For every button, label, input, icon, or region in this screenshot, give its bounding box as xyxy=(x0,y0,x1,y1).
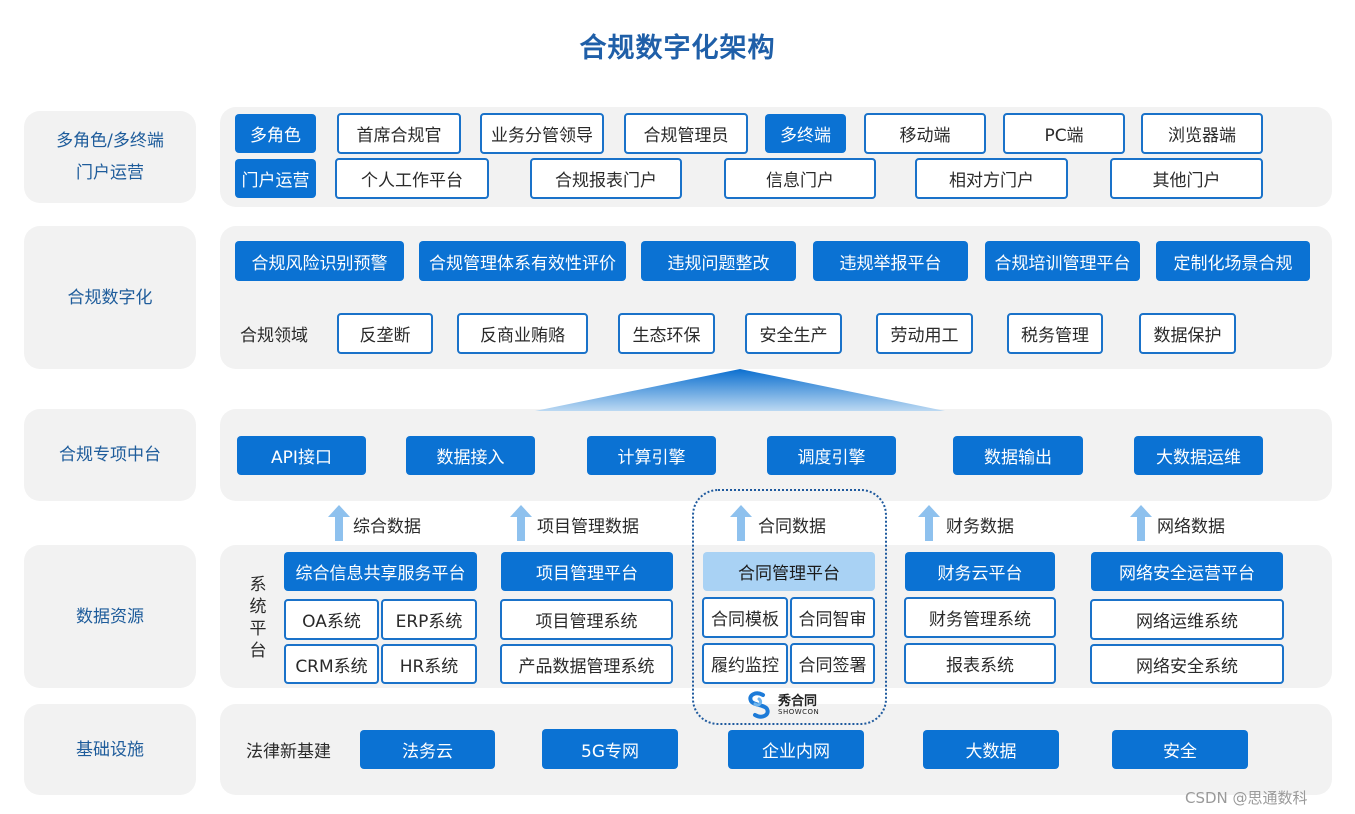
system-item: 报表系统 xyxy=(904,643,1056,684)
label-infra: 基础设施 xyxy=(24,704,196,795)
domain-item: 税务管理 xyxy=(1007,313,1103,354)
portal-item: 合规管理员 xyxy=(624,113,748,154)
watermark: CSDN @思通数科 xyxy=(1185,789,1308,807)
portal-item: 合规报表门户 xyxy=(530,158,682,199)
middle-item: API接口 xyxy=(237,436,366,475)
portal-tag-multi-role: 多角色 xyxy=(235,114,316,153)
infra-item: 法务云 xyxy=(360,730,495,769)
up-arrow-icon xyxy=(328,505,350,541)
digital-item: 违规举报平台 xyxy=(813,241,968,281)
up-arrow-icon xyxy=(1130,505,1152,541)
logo-name: 秀合同 xyxy=(778,693,818,709)
infra-prefix: 法律新基建 xyxy=(246,741,331,762)
digital-item: 合规管理体系有效性评价 xyxy=(419,241,626,281)
domain-label: 合规领域 xyxy=(240,325,308,346)
system-platform-label: 系 统 平 台 xyxy=(249,575,267,661)
up-arrow-icon xyxy=(918,505,940,541)
middle-item: 调度引擎 xyxy=(767,436,896,475)
digital-item: 违规问题整改 xyxy=(641,241,796,281)
showcon-logo-icon xyxy=(748,691,770,719)
contract-highlight-frame xyxy=(692,489,887,725)
system-item: ERP系统 xyxy=(381,599,477,640)
domain-item: 反商业贿赂 xyxy=(457,313,588,354)
system-item: 合同模板 xyxy=(702,597,788,638)
middle-item: 数据接入 xyxy=(406,436,535,475)
middle-item: 计算引擎 xyxy=(587,436,716,475)
label-digital: 合规数字化 xyxy=(24,226,196,369)
domain-item: 安全生产 xyxy=(745,313,842,354)
portal-item: 信息门户 xyxy=(724,158,876,199)
infra-item: 大数据 xyxy=(923,730,1059,769)
platform-header: 财务云平台 xyxy=(905,552,1055,591)
digital-item: 合规培训管理平台 xyxy=(985,241,1140,281)
portal-item: PC端 xyxy=(1003,113,1125,154)
system-item: 项目管理系统 xyxy=(500,599,673,640)
upward-triangle-shape xyxy=(535,369,945,411)
portal-item: 浏览器端 xyxy=(1141,113,1263,154)
portal-item: 首席合规官 xyxy=(337,113,461,154)
page-title: 合规数字化架构 xyxy=(579,33,776,64)
system-item: 产品数据管理系统 xyxy=(500,644,673,684)
system-item: 合同智审 xyxy=(790,597,875,638)
label-portal: 多角色/多终端 门户运营 xyxy=(24,111,196,203)
portal-item: 业务分管领导 xyxy=(480,113,604,154)
up-arrow-icon xyxy=(510,505,532,541)
platform-header: 综合信息共享服务平台 xyxy=(284,552,477,591)
portal-tag-portal-ops: 门户运营 xyxy=(235,159,316,198)
flow-label: 综合数据 xyxy=(353,516,421,537)
portal-item: 移动端 xyxy=(864,113,986,154)
middle-item: 大数据运维 xyxy=(1134,436,1263,475)
platform-header: 网络安全运营平台 xyxy=(1091,552,1283,591)
system-item: 网络运维系统 xyxy=(1090,599,1284,640)
platform-header-highlight: 合同管理平台 xyxy=(703,552,875,591)
system-item: HR系统 xyxy=(381,644,477,684)
system-item: 合同签署 xyxy=(790,643,875,684)
infra-item: 5G专网 xyxy=(542,729,678,769)
portal-tag-multi-terminal: 多终端 xyxy=(765,114,846,153)
domain-item: 劳动用工 xyxy=(876,313,973,354)
flow-label: 网络数据 xyxy=(1157,516,1225,537)
label-data: 数据资源 xyxy=(24,545,196,688)
flow-label: 项目管理数据 xyxy=(537,516,639,537)
showcon-logo: 秀合同 SHOWCON xyxy=(744,690,819,720)
domain-item: 反垄断 xyxy=(337,313,433,354)
flow-label: 财务数据 xyxy=(946,516,1014,537)
domain-item: 数据保护 xyxy=(1139,313,1236,354)
system-item: 网络安全系统 xyxy=(1090,644,1284,684)
logo-sub: SHOWCON xyxy=(778,707,820,716)
flow-label: 合同数据 xyxy=(758,516,826,537)
system-item: 财务管理系统 xyxy=(904,597,1056,638)
system-item: 履约监控 xyxy=(702,643,788,684)
portal-item: 相对方门户 xyxy=(915,158,1068,199)
platform-header: 项目管理平台 xyxy=(501,552,673,591)
system-item: CRM系统 xyxy=(284,644,379,684)
domain-item: 生态环保 xyxy=(618,313,715,354)
digital-item: 定制化场景合规 xyxy=(1156,241,1310,281)
system-item: OA系统 xyxy=(284,599,379,640)
infra-item: 安全 xyxy=(1112,730,1248,769)
digital-item: 合规风险识别预警 xyxy=(235,241,404,281)
portal-item: 个人工作平台 xyxy=(335,158,489,199)
portal-item: 其他门户 xyxy=(1110,158,1263,199)
label-middle: 合规专项中台 xyxy=(24,409,196,501)
up-arrow-icon xyxy=(730,505,752,541)
infra-item: 企业内网 xyxy=(728,730,864,769)
middle-item: 数据输出 xyxy=(953,436,1083,475)
